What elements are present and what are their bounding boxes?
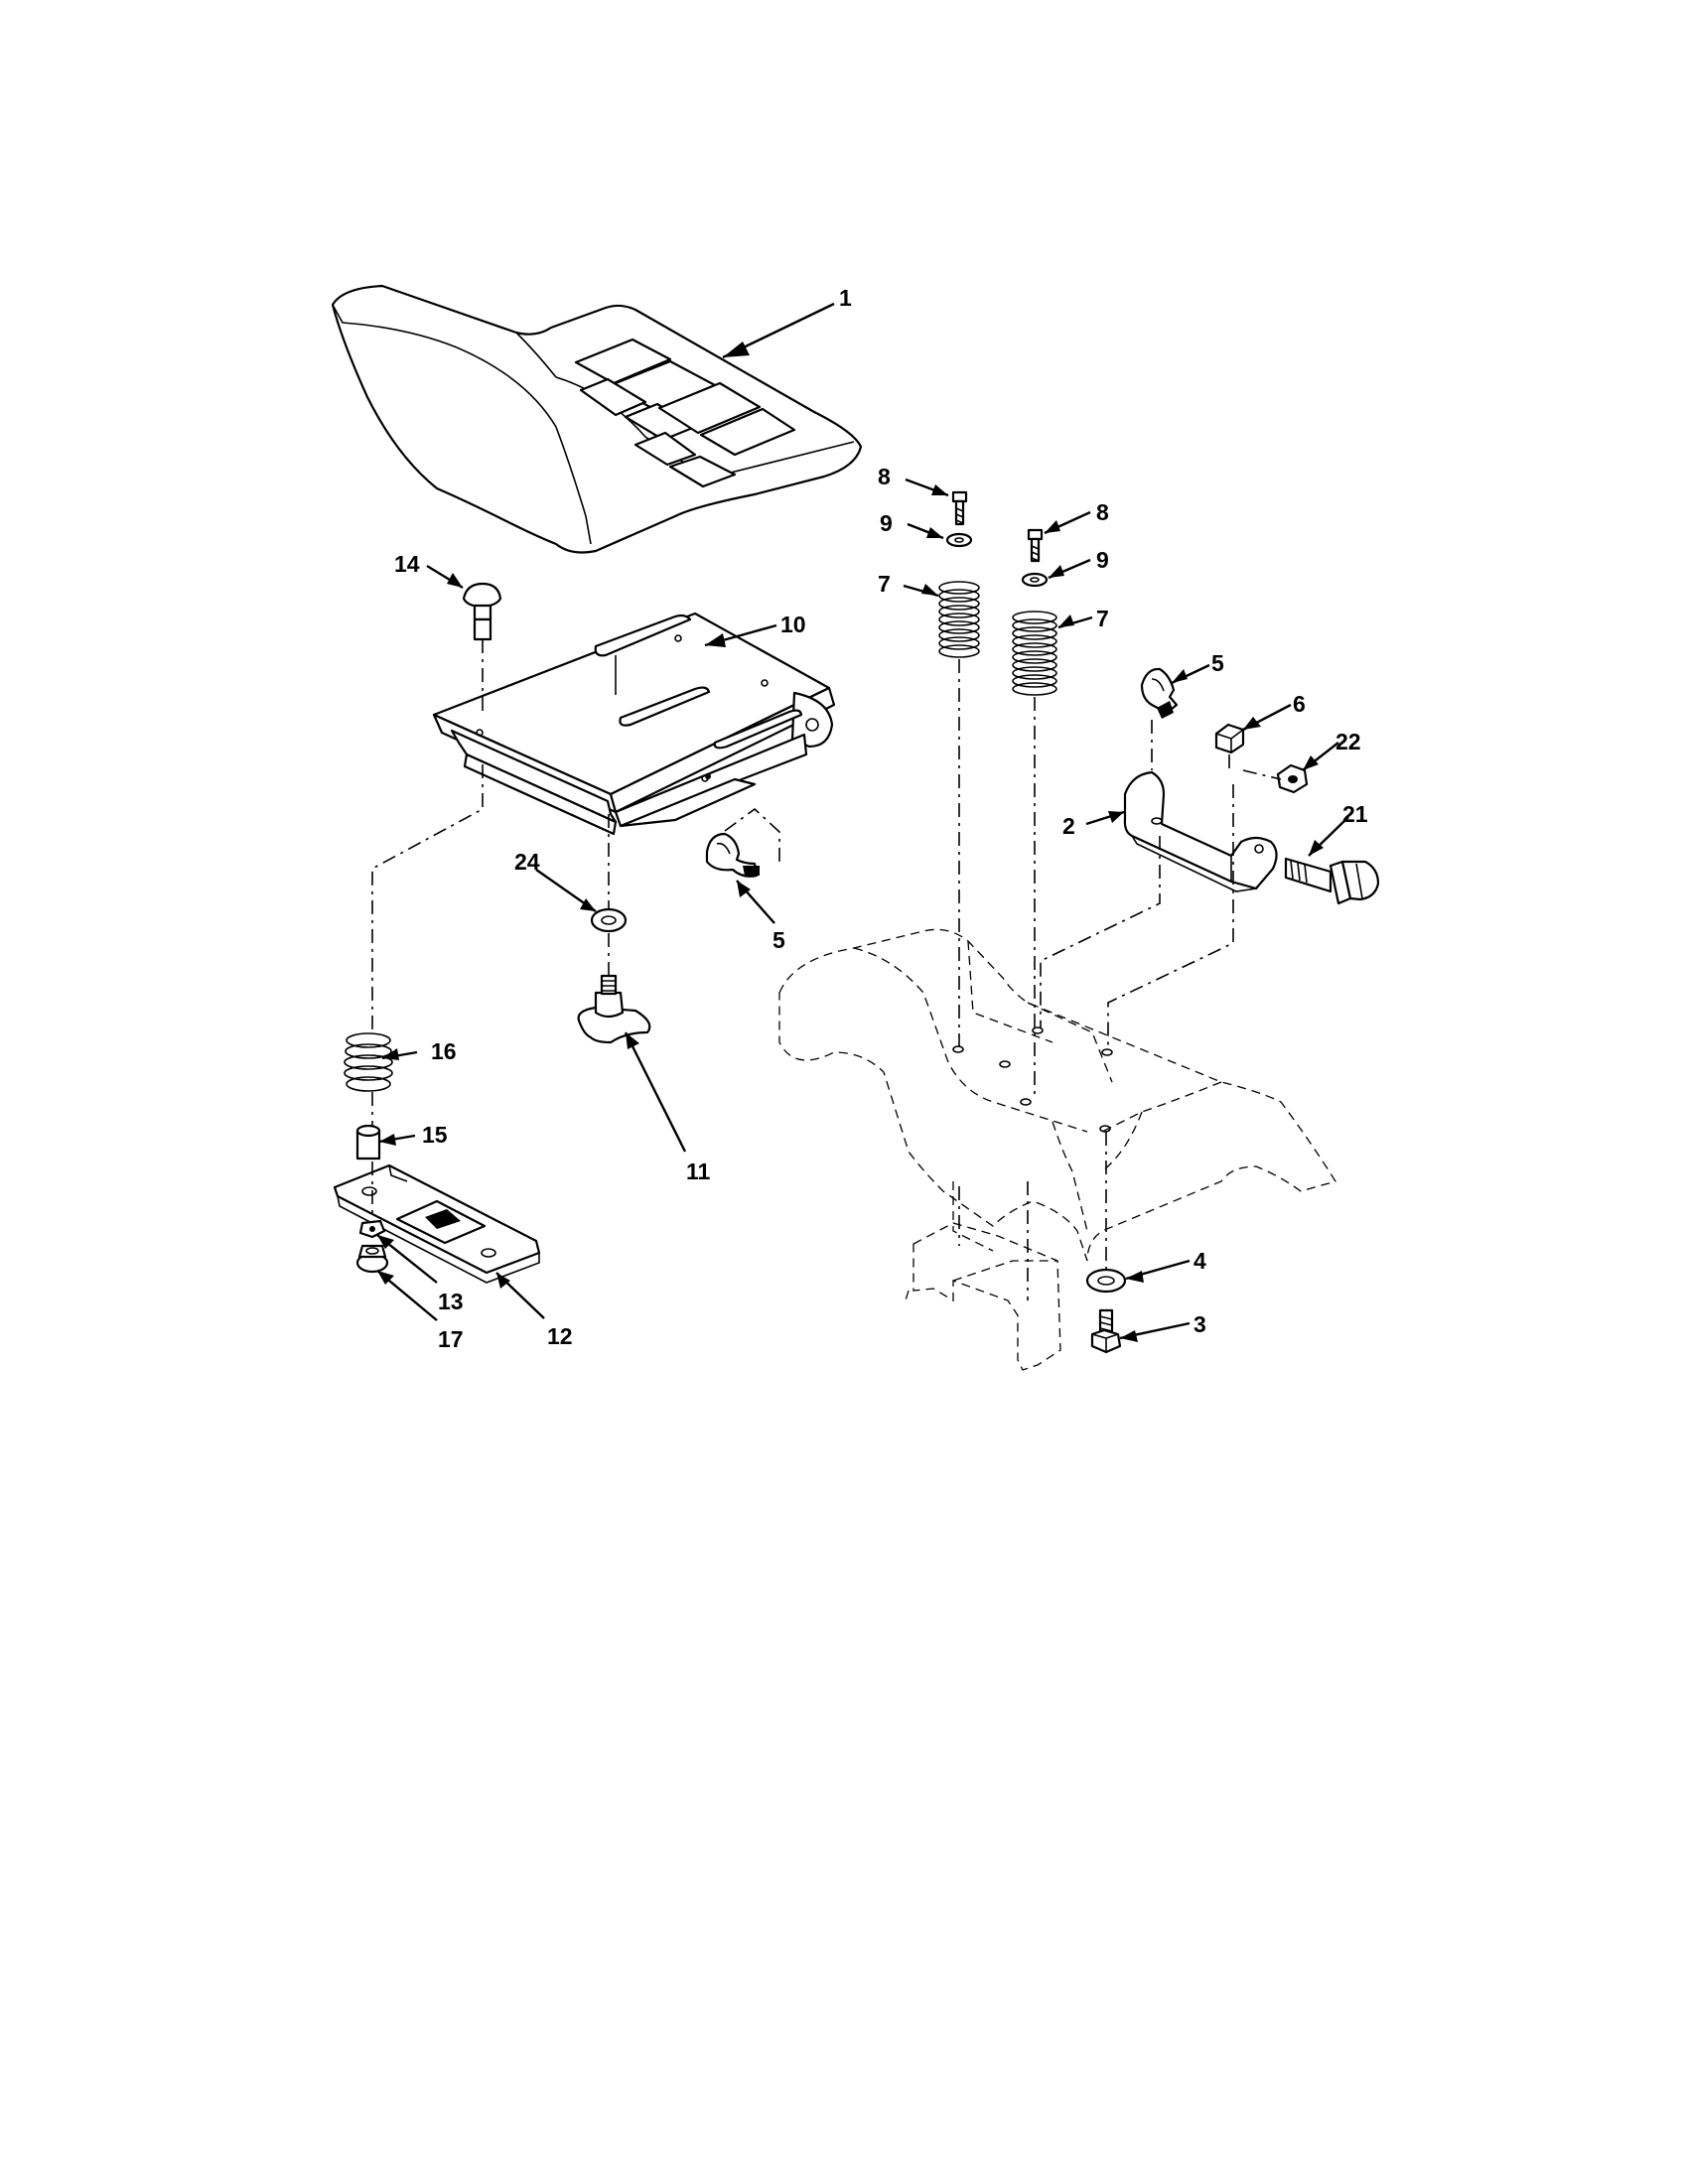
flange-nut-17	[355, 1244, 389, 1274]
callout-nut-13: 13	[438, 1289, 464, 1314]
callout-spring-16: 16	[431, 1038, 457, 1064]
callout-spring-7-right: 7	[1096, 606, 1109, 631]
spring-7-left	[938, 581, 980, 658]
arrowheads	[377, 341, 1324, 1342]
bolt-8-right	[1027, 528, 1044, 563]
hex-nut-13	[358, 1219, 386, 1239]
washer-9-right	[1021, 572, 1049, 588]
spacer-15	[355, 1124, 381, 1160]
callout-wire-clip-left: 5	[772, 927, 785, 953]
washer-4	[1085, 1268, 1127, 1294]
callout-shoulder-bolt-21: 21	[1342, 801, 1368, 827]
tractor-frame-outline	[778, 928, 1337, 1371]
callout-plate-12: 12	[547, 1323, 573, 1349]
callout-washer-24: 24	[514, 849, 540, 875]
bolt-8-left	[951, 490, 968, 526]
callout-wire-clip-right: 5	[1211, 650, 1224, 676]
callout-nut-6: 6	[1293, 691, 1306, 717]
seat-pan	[432, 612, 836, 836]
wire-clip-left	[705, 832, 760, 878]
callout-bolt-8-left: 8	[878, 464, 891, 489]
callout-spring-7-left: 7	[878, 571, 891, 597]
callout-labels: 1 10 14 5 24 16 15 11 13 12 17 8 9 7 8 9…	[394, 285, 1368, 1352]
wire-clip-right	[1140, 667, 1179, 719]
washer-9-left	[945, 532, 973, 548]
spring-7-right	[1012, 611, 1057, 696]
flat-washer-24	[590, 907, 628, 933]
compression-spring-16	[344, 1032, 393, 1092]
callout-spacer-15: 15	[422, 1122, 448, 1148]
shoulder-bolt-21	[1284, 857, 1380, 905]
lock-nut-6	[1214, 723, 1245, 754]
assembly-lines	[371, 639, 1282, 1300]
callout-washer-9-right: 9	[1096, 547, 1109, 573]
callout-washer-9-left: 9	[880, 510, 893, 536]
callout-seat-pan: 10	[780, 612, 806, 637]
callout-carriage-bolt: 14	[394, 551, 420, 577]
callout-bolt-8-right: 8	[1096, 499, 1109, 525]
seat-cushion	[331, 284, 863, 554]
carriage-bolt	[462, 582, 502, 641]
callout-seat: 1	[839, 285, 852, 311]
callout-bolt-3: 3	[1193, 1311, 1206, 1337]
hex-bolt-3	[1090, 1308, 1122, 1354]
callout-nut-22: 22	[1335, 729, 1361, 754]
hex-nut-22	[1276, 763, 1309, 794]
mounting-bracket	[1123, 770, 1278, 892]
callout-bracket-2: 2	[1062, 813, 1075, 839]
seat-adjust-plate	[333, 1163, 541, 1284]
callout-knob-11: 11	[686, 1159, 711, 1184]
callout-nut-17: 17	[438, 1326, 464, 1352]
callout-washer-4: 4	[1193, 1248, 1206, 1274]
adjustment-knob	[577, 974, 651, 1044]
